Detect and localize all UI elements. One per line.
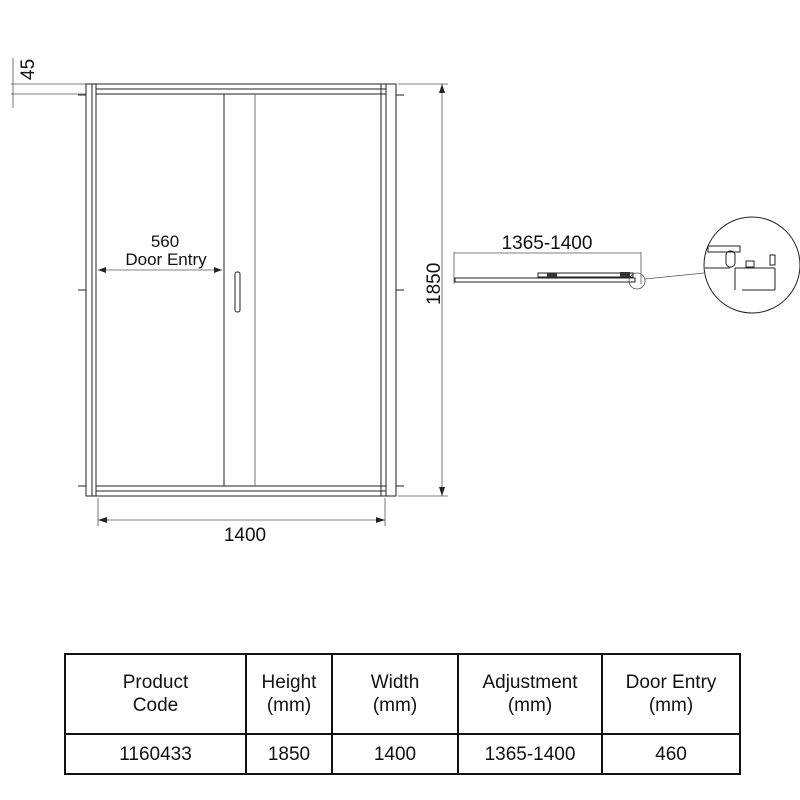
front-elevation-drawing: 45 560 Door Entry 1850	[11, 58, 800, 546]
header-height: Height(mm)	[245, 653, 333, 735]
width-dimension: 1400	[97, 498, 386, 546]
header-line: (mm)	[648, 695, 694, 716]
shower-door-frame	[78, 83, 404, 497]
dim-width: 1400	[224, 525, 266, 546]
header-line: (mm)	[372, 695, 418, 716]
door-entry-dimension: 560 Door Entry	[98, 232, 222, 273]
dim-height: 1850	[424, 263, 445, 305]
cell-adjustment: 1365-1400	[457, 733, 603, 775]
door-handle	[234, 271, 241, 313]
dim-door-entry-value: 560	[151, 232, 179, 251]
header-width: Width(mm)	[331, 653, 459, 735]
dim-door-entry-label: Door Entry	[125, 250, 207, 269]
header-line: Width	[370, 672, 420, 693]
dim-top-gap: 45	[18, 59, 39, 80]
dim-plan-width: 1365-1400	[502, 233, 593, 254]
header-door-entry: Door Entry(mm)	[601, 653, 741, 735]
header-line: Door Entry	[625, 672, 717, 693]
table-row: 1160433 1850 1400 1365-1400 460	[64, 733, 741, 775]
header-line: (mm)	[266, 695, 312, 716]
cell-product-code: 1160433	[64, 733, 247, 775]
plan-view: 1365-1400	[453, 216, 800, 314]
header-adjustment: Adjustment(mm)	[457, 653, 603, 735]
top-gap-dimension: 45	[11, 58, 86, 108]
header-line: Product	[122, 672, 189, 693]
header-line: Adjustment	[482, 672, 578, 693]
height-dimension: 1850	[398, 83, 448, 497]
cell-door-entry: 460	[601, 733, 741, 775]
header-line: Height	[261, 672, 317, 693]
detail-magnifier	[703, 216, 800, 314]
cell-width: 1400	[331, 733, 459, 775]
header-line: (mm)	[507, 695, 553, 716]
cell-height: 1850	[245, 733, 333, 775]
header-line: Code	[132, 695, 179, 716]
